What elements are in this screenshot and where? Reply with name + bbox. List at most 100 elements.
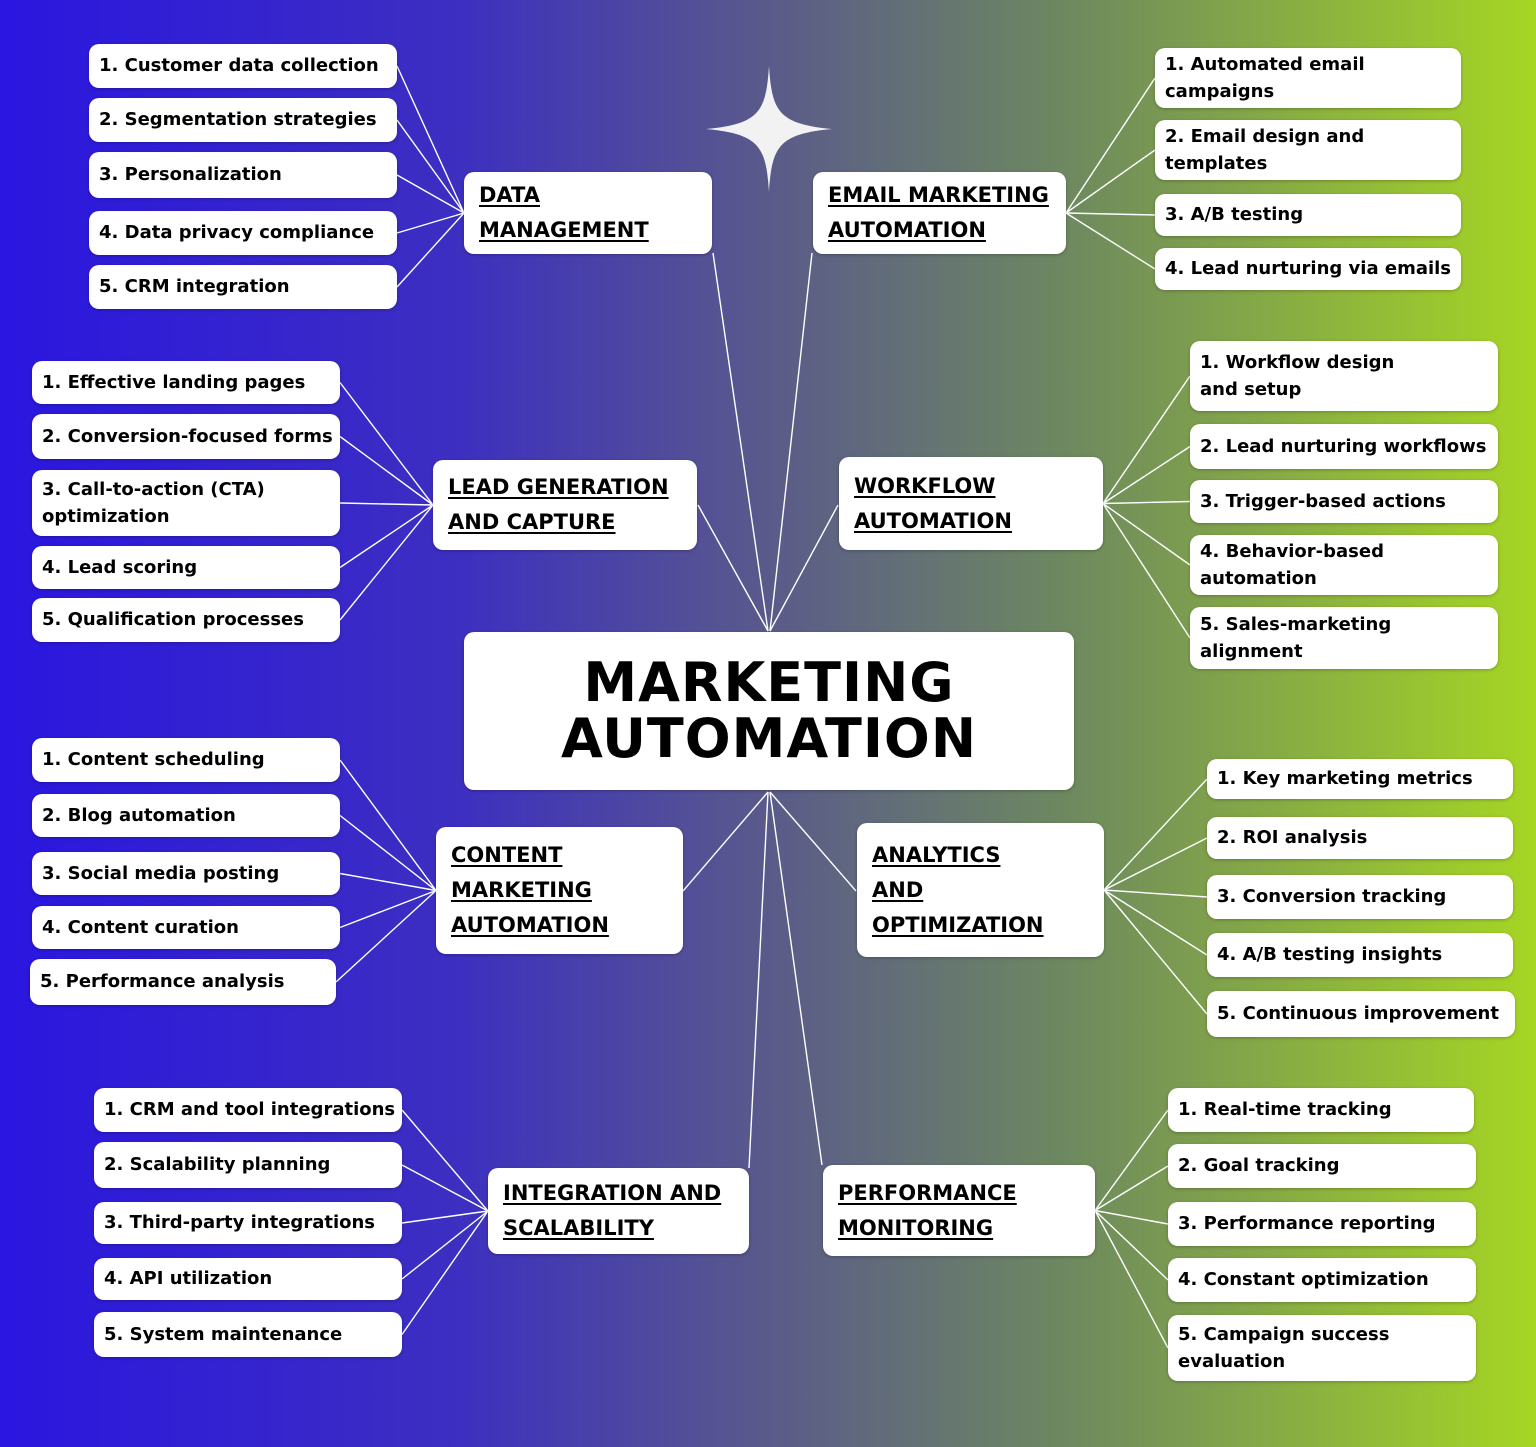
- topic-workflow-automation: WORKFLOW AUTOMATION: [839, 457, 1103, 550]
- subtopic-lead-generation-and-capture-1: 1. Effective landing pages: [32, 361, 340, 404]
- subtopic-lead-generation-and-capture-5: 5. Qualification processes: [32, 598, 340, 642]
- subtopic-integration-and-scalability-5: 5. System maintenance: [94, 1312, 402, 1357]
- subtopic-label: 3. Social media posting: [42, 862, 280, 884]
- connector-center-workflow-automation: [769, 504, 839, 632]
- subtopic-lead-generation-and-capture-3: 3. Call-to-action (CTA) optimization: [32, 470, 340, 536]
- subtopic-email-marketing-automation-1: 1. Automated email campaigns: [1155, 48, 1461, 108]
- subtopic-label: 5. Sales-marketing alignment: [1200, 614, 1392, 662]
- subtopic-label: 2. Lead nurturing workflows: [1200, 435, 1487, 457]
- topic-label: WORKFLOW AUTOMATION: [854, 473, 1012, 533]
- connector-center-lead-generation-and-capture: [697, 504, 769, 632]
- topic-integration-and-scalability: INTEGRATION AND SCALABILITY: [488, 1168, 749, 1254]
- subtopic-label: 3. Third-party integrations: [104, 1212, 376, 1233]
- subtopic-label: 2. ROI analysis: [1217, 827, 1368, 848]
- topic-label: INTEGRATION AND SCALABILITY: [503, 1181, 722, 1240]
- connector-lead-generation-and-capture-4: [339, 504, 434, 569]
- subtopic-performance-monitoring-4: 4. Constant optimization: [1168, 1258, 1476, 1302]
- connector-performance-monitoring-2: [1094, 1165, 1169, 1212]
- subtopic-workflow-automation-1: 1. Workflow design and setup: [1190, 341, 1498, 411]
- central-topic: MARKETING AUTOMATION: [464, 632, 1074, 790]
- connector-content-marketing-automation-5: [335, 889, 437, 983]
- connector-content-marketing-automation-3: [339, 872, 437, 892]
- connector-analytics-and-optimization-3: [1103, 889, 1208, 898]
- subtopic-label: 1. Key marketing metrics: [1217, 768, 1473, 789]
- subtopic-content-marketing-automation-3: 3. Social media posting: [32, 852, 340, 895]
- subtopic-performance-monitoring-1: 1. Real-time tracking: [1168, 1088, 1474, 1132]
- connector-center-analytics-and-optimization: [769, 791, 857, 892]
- connector-lead-generation-and-capture-3: [339, 502, 434, 506]
- subtopic-analytics-and-optimization-2: 2. ROI analysis: [1207, 817, 1513, 859]
- connector-center-performance-monitoring: [769, 791, 823, 1166]
- connector-data-management-2: [396, 119, 465, 214]
- subtopic-label: 3. A/B testing: [1165, 204, 1304, 225]
- subtopic-label: 2. Scalability planning: [104, 1154, 331, 1175]
- connector-data-management-5: [396, 212, 465, 288]
- subtopic-label: 5. Campaign success evaluation: [1178, 1324, 1390, 1372]
- connector-content-marketing-automation-2: [339, 814, 437, 892]
- subtopic-label: 3. Performance reporting: [1178, 1213, 1436, 1234]
- subtopic-label: 5. Qualification processes: [42, 609, 304, 630]
- subtopic-performance-monitoring-5: 5. Campaign success evaluation: [1168, 1315, 1476, 1381]
- subtopic-analytics-and-optimization-1: 1. Key marketing metrics: [1207, 759, 1513, 799]
- topic-label: EMAIL MARKETING AUTOMATION: [828, 183, 1049, 242]
- topic-analytics-and-optimization: ANALYTICS AND OPTIMIZATION: [857, 823, 1104, 957]
- subtopic-lead-generation-and-capture-4: 4. Lead scoring: [32, 546, 340, 589]
- subtopic-integration-and-scalability-4: 4. API utilization: [94, 1258, 402, 1300]
- connector-email-marketing-automation-1: [1065, 77, 1156, 214]
- topic-label: PERFORMANCE MONITORING: [838, 1180, 1017, 1240]
- connector-content-marketing-automation-4: [339, 889, 437, 929]
- connector-performance-monitoring-3: [1094, 1209, 1169, 1225]
- connector-analytics-and-optimization-5: [1103, 889, 1208, 1015]
- subtopic-data-management-4: 4. Data privacy compliance: [89, 211, 397, 255]
- subtopic-label: 5. CRM integration: [99, 276, 290, 297]
- connector-performance-monitoring-1: [1094, 1109, 1169, 1211]
- subtopic-workflow-automation-3: 3. Trigger-based actions: [1190, 480, 1498, 523]
- connector-content-marketing-automation-1: [339, 759, 437, 891]
- topic-performance-monitoring: PERFORMANCE MONITORING: [823, 1165, 1095, 1256]
- topic-label: DATA MANAGEMENT: [479, 183, 649, 242]
- subtopic-data-management-5: 5. CRM integration: [89, 265, 397, 309]
- connector-workflow-automation-4: [1102, 502, 1191, 566]
- connector-workflow-automation-2: [1102, 445, 1191, 505]
- subtopic-label: 1. Content scheduling: [42, 749, 265, 770]
- subtopic-label: 2. Segmentation strategies: [99, 109, 377, 130]
- subtopic-label: 5. System maintenance: [104, 1323, 343, 1345]
- subtopic-label: 3. Conversion tracking: [1217, 886, 1447, 907]
- connector-data-management-3: [396, 174, 465, 214]
- subtopic-label: 4. Lead nurturing via emails: [1165, 258, 1452, 279]
- connector-workflow-automation-3: [1102, 500, 1191, 505]
- subtopic-label: 5. Continuous improvement: [1217, 1003, 1499, 1024]
- subtopic-label: 2. Blog automation: [42, 804, 236, 826]
- subtopic-label: 1. Workflow design and setup: [1200, 352, 1395, 400]
- connector-center-data-management: [712, 252, 769, 632]
- topic-lead-generation-and-capture: LEAD GENERATION AND CAPTURE: [433, 460, 697, 550]
- subtopic-label: 1. CRM and tool integrations: [104, 1099, 396, 1120]
- subtopic-email-marketing-automation-2: 2. Email design and templates: [1155, 120, 1461, 180]
- subtopic-integration-and-scalability-3: 3. Third-party integrations: [94, 1202, 402, 1244]
- connector-data-management-1: [396, 65, 465, 214]
- connector-center-integration-and-scalability: [748, 791, 769, 1169]
- connector-lead-generation-and-capture-1: [339, 382, 434, 506]
- topic-data-management: DATA MANAGEMENT: [464, 172, 712, 254]
- connector-center-content-marketing-automation: [682, 791, 769, 892]
- connector-performance-monitoring-4: [1094, 1209, 1169, 1281]
- connector-email-marketing-automation-2: [1065, 149, 1156, 214]
- subtopic-data-management-1: 1. Customer data collection: [89, 44, 397, 88]
- subtopic-content-marketing-automation-1: 1. Content scheduling: [32, 738, 340, 782]
- subtopic-content-marketing-automation-5: 5. Performance analysis: [30, 959, 336, 1005]
- subtopic-workflow-automation-4: 4. Behavior-based automation: [1190, 535, 1498, 595]
- subtopic-performance-monitoring-2: 2. Goal tracking: [1168, 1144, 1476, 1188]
- subtopic-label: 3. Call-to-action (CTA) optimization: [42, 479, 265, 527]
- subtopic-label: 1. Real-time tracking: [1178, 1099, 1392, 1120]
- subtopic-workflow-automation-2: 2. Lead nurturing workflows: [1190, 424, 1498, 469]
- topic-label: LEAD GENERATION AND CAPTURE: [448, 475, 669, 534]
- subtopic-email-marketing-automation-3: 3. A/B testing: [1155, 194, 1461, 236]
- subtopic-email-marketing-automation-4: 4. Lead nurturing via emails: [1155, 248, 1461, 290]
- topic-content-marketing-automation: CONTENT MARKETING AUTOMATION: [436, 827, 683, 954]
- subtopic-content-marketing-automation-4: 4. Content curation: [32, 906, 340, 949]
- connector-lead-generation-and-capture-5: [339, 504, 434, 621]
- connector-center-email-marketing-automation: [769, 252, 813, 632]
- topic-email-marketing-automation: EMAIL MARKETING AUTOMATION: [813, 172, 1066, 254]
- central-title: MARKETING AUTOMATION: [560, 651, 978, 770]
- subtopic-data-management-2: 2. Segmentation strategies: [89, 98, 397, 142]
